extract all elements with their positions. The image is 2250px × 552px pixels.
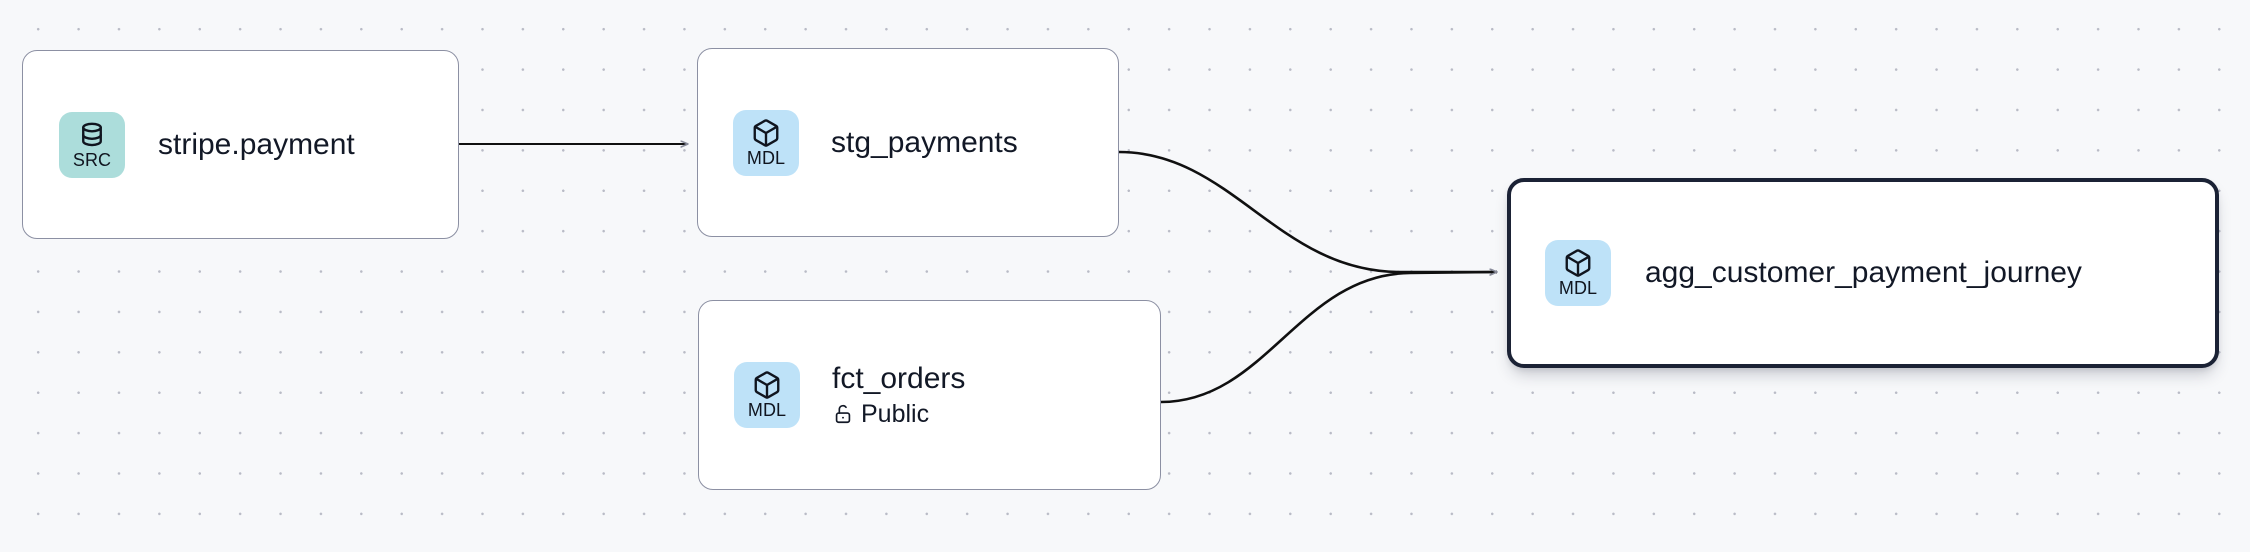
cube-icon (752, 370, 782, 400)
node-title: fct_orders (832, 362, 966, 395)
node-labels: fct_orders Public (832, 361, 965, 429)
badge-label: MDL (746, 147, 786, 168)
badge-label: MDL (1558, 278, 1598, 298)
node-type-badge-mdl: MDL (733, 109, 799, 176)
database-icon (77, 120, 107, 150)
edge-stg-to-agg (1118, 150, 1497, 272)
node-type-badge-mdl: MDL (1545, 240, 1611, 306)
node-labels: agg_customer_payment_journey (1645, 255, 2082, 291)
visibility-label: Public (861, 400, 930, 428)
edge-fct-to-agg (1160, 272, 1497, 404)
unlock-icon (832, 403, 854, 425)
node-stripe-payment[interactable]: SRC stripe.payment (22, 50, 459, 239)
node-type-badge-mdl: MDL (734, 362, 800, 428)
node-labels: stg_payments (831, 125, 1018, 161)
cube-icon (1563, 248, 1593, 278)
node-agg-customer-payment-journey[interactable]: MDL agg_customer_payment_journey (1507, 178, 2219, 368)
node-title: stripe.payment (158, 127, 355, 161)
node-fct-orders[interactable]: MDL fct_orders Public (698, 300, 1161, 490)
node-stg-payments[interactable]: MDL stg_payments (697, 48, 1119, 237)
node-type-badge-src: SRC (59, 111, 125, 178)
node-title: stg_payments (831, 125, 1018, 159)
node-labels: stripe.payment (158, 127, 355, 163)
cube-icon (751, 118, 781, 148)
badge-label: SRC (72, 149, 112, 170)
badge-label: MDL (747, 400, 787, 420)
node-visibility: Public (832, 399, 965, 429)
node-title: agg_customer_payment_journey (1645, 256, 2082, 289)
